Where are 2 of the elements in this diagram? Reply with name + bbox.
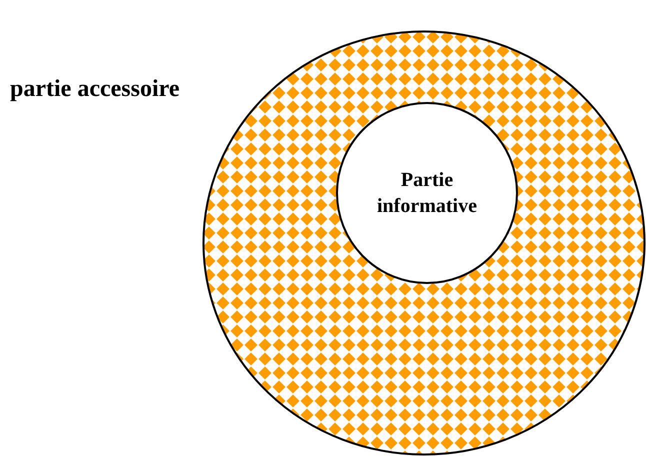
circle-heading: partie accessoire (10, 76, 180, 103)
circle-label: Partie informative (376, 168, 478, 219)
